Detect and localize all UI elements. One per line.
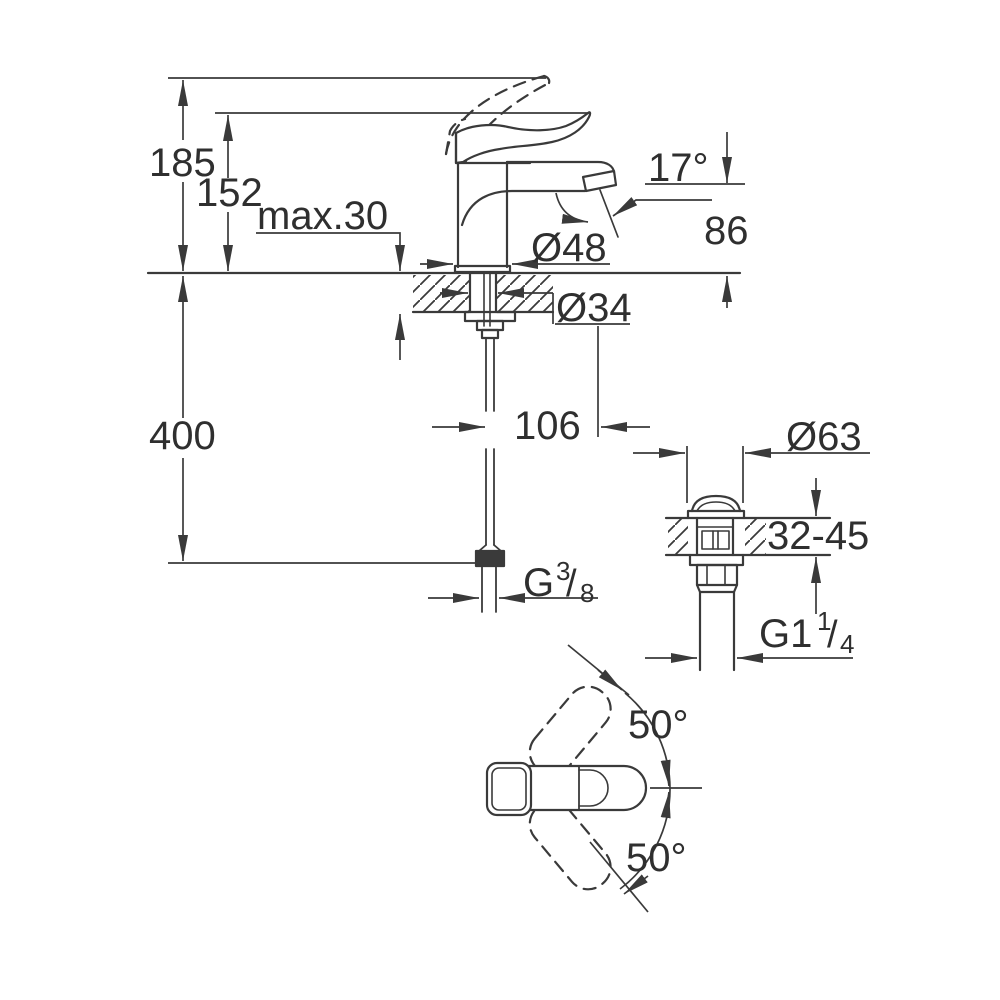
flow-angle-detail [555,189,619,238]
label-d48: Ø48 [531,226,607,270]
dimension-152 [215,112,590,271]
label-106: 106 [514,404,581,448]
dimension-d63 [633,446,870,503]
label-g114-g1: G1 [759,612,812,656]
overflow-windows [701,530,730,550]
label-g38-g: G [523,561,554,605]
label-g38: G 3 / 8 [523,556,594,608]
dimension-185 [168,77,546,271]
label-400: 400 [149,414,216,458]
drain-cap-flange [686,509,746,520]
label-max30: max.30 [257,194,388,238]
dimension-d34 [440,288,630,437]
aerator [581,169,618,193]
label-g38-denominator: 8 [580,578,594,608]
label-g38-numerator: 3 [556,556,570,586]
label-g114: G1 1 / 4 [759,606,854,659]
label-3245: 32-45 [767,514,869,558]
label-g38-slash: / [566,563,577,605]
label-d63: Ø63 [786,415,862,459]
handle-side-view [454,111,592,165]
dimension-400 [168,276,476,564]
dimension-17deg [612,183,745,217]
mounting-shank [463,271,517,340]
label-g114-denominator: 4 [840,629,854,659]
faucet-body [453,160,618,274]
handle-rotated-up-dashed [528,685,612,776]
label-g114-numerator: 1 [817,606,831,636]
label-152: 152 [196,171,263,215]
label-86: 86 [704,209,749,253]
label-17deg: 17° [648,146,709,190]
label-50deg-down: 50° [626,836,687,880]
supply-hose [474,337,506,613]
drain-tailpipe [698,590,736,672]
dimension-max30 [256,232,405,360]
label-g114-slash: / [827,614,838,656]
handle-top-view [485,685,648,891]
label-50deg-up: 50° [628,703,689,747]
label-185: 185 [149,141,216,185]
hose-connector [474,549,506,568]
dimension-swing-angles [567,644,702,913]
label-d34: Ø34 [556,286,632,330]
handle-rotated-down-dashed [528,800,612,891]
handle-top-cap [485,761,533,817]
drain-assembly [664,494,832,672]
